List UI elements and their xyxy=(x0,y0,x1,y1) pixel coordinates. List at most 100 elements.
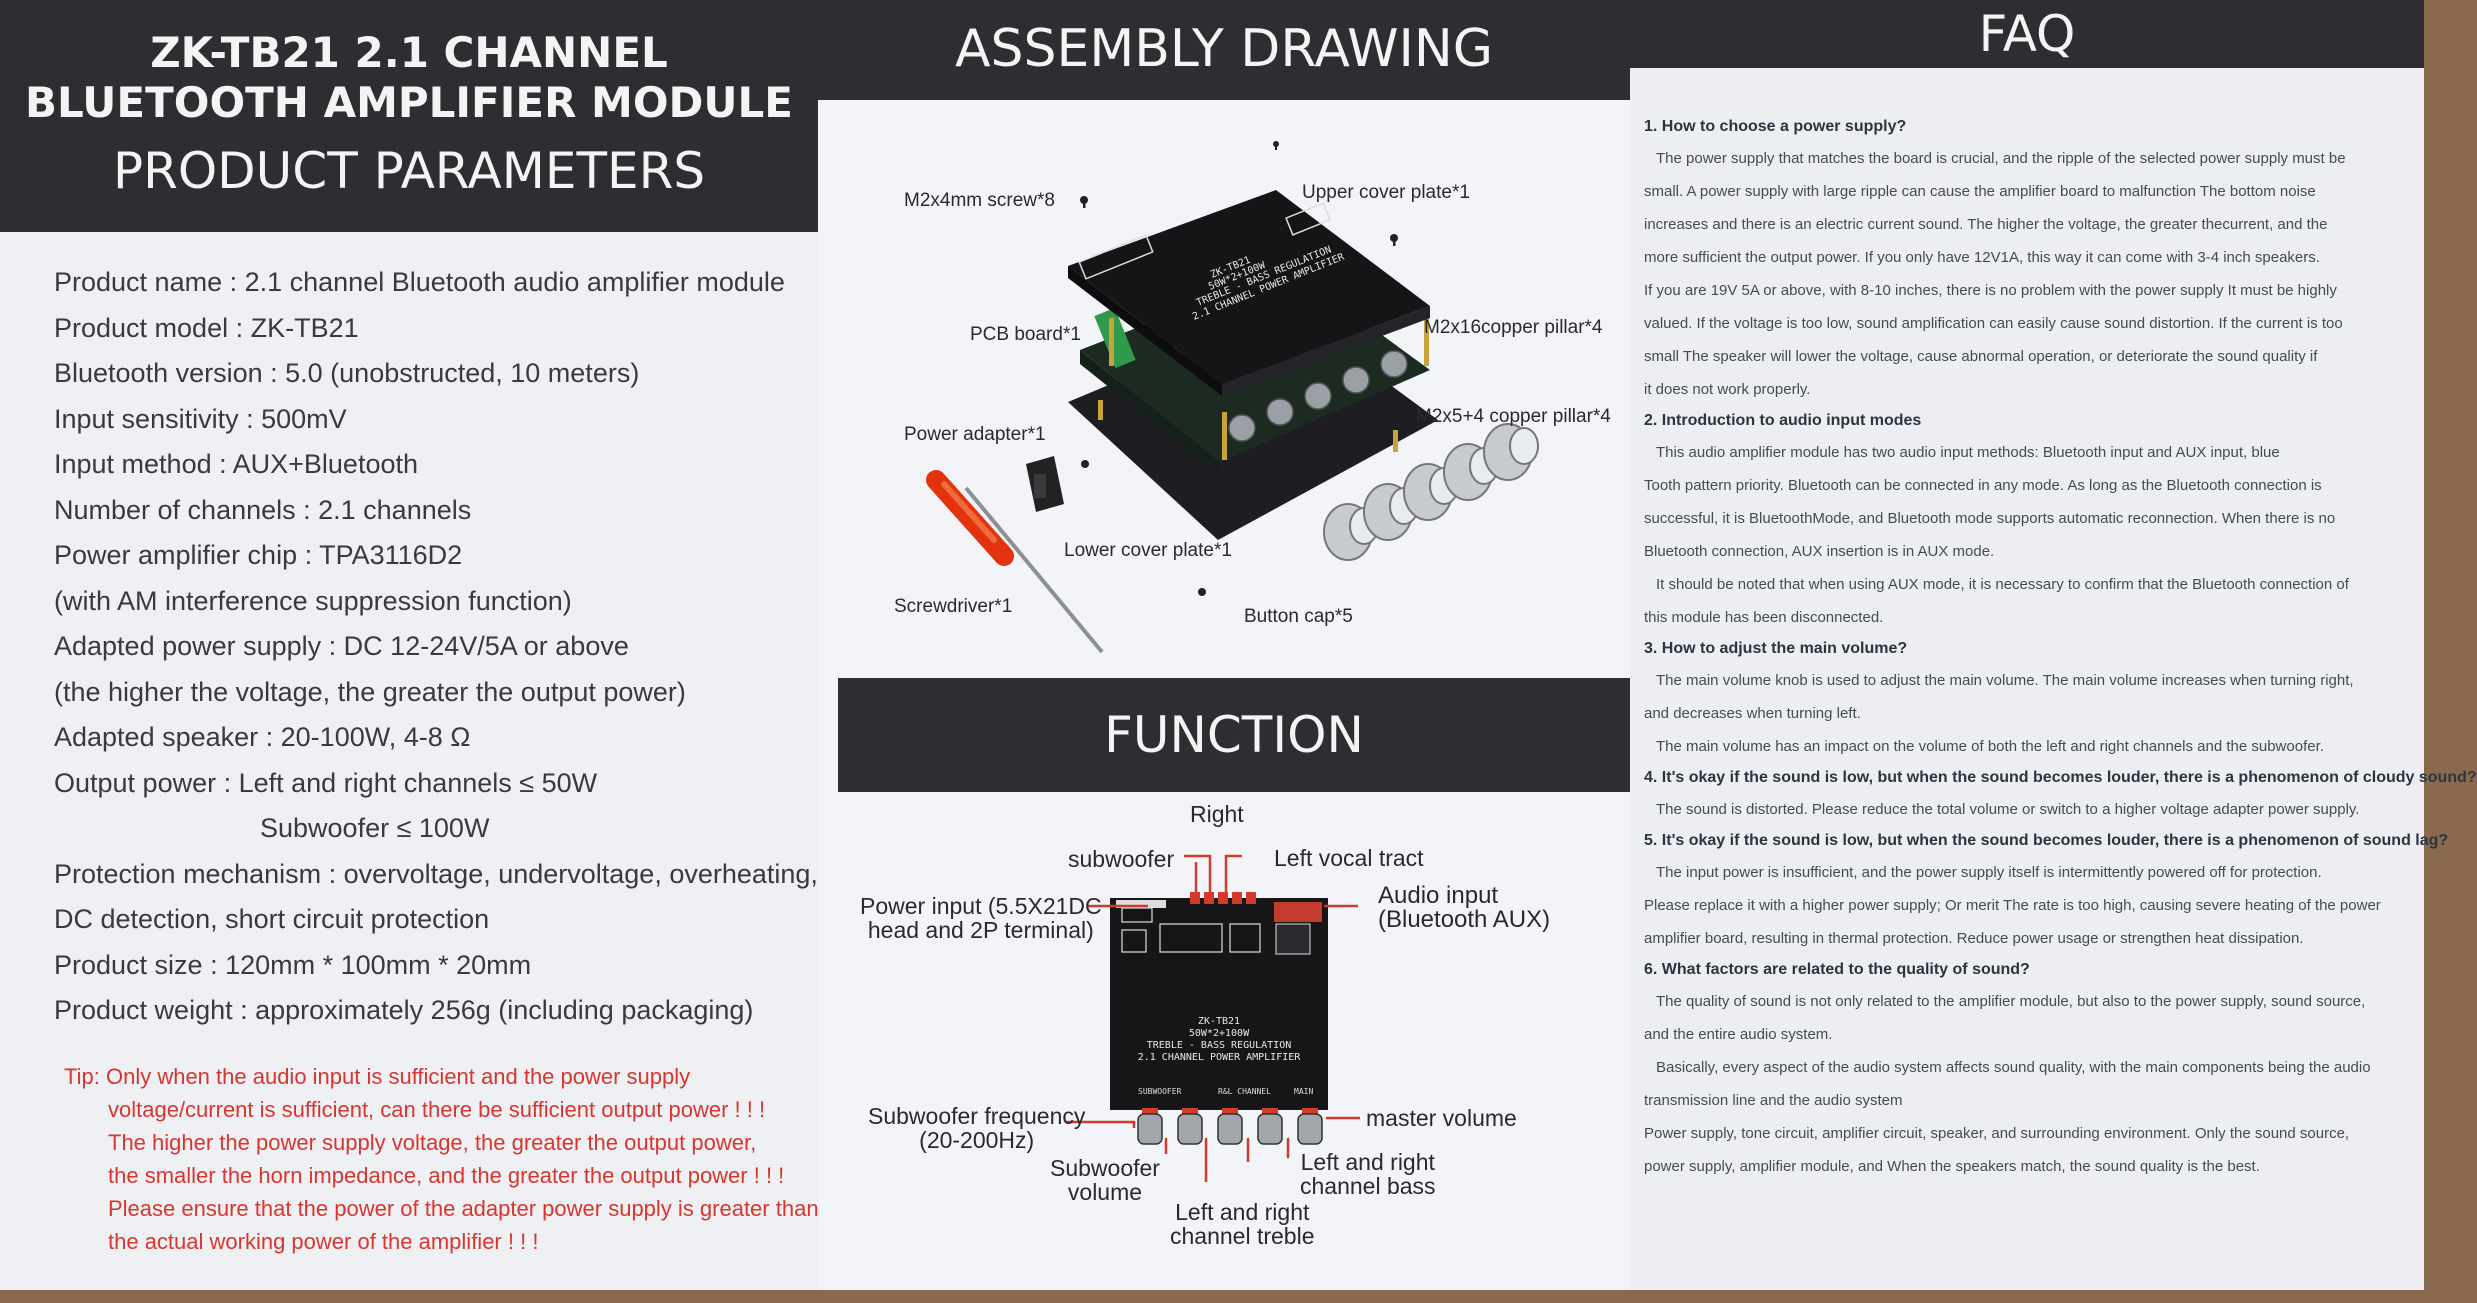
sub-freq-line1: Subwoofer frequency xyxy=(868,1103,1086,1129)
upper-cover-plate xyxy=(1068,190,1430,384)
faq-answer-line: transmission line and the audio system xyxy=(1644,1092,1903,1109)
copper-pillars xyxy=(1098,318,1429,460)
param-item: Output power : Left and right channels ≤… xyxy=(54,767,598,798)
knob-group-lr: R&L CHANNEL xyxy=(1218,1087,1271,1096)
sub-volume-line1: Subwoofer xyxy=(1050,1155,1160,1181)
faq-answer-line: and decreases when turning left. xyxy=(1644,705,1861,722)
power-input-line1: Power input (5.5X21DC xyxy=(860,893,1102,919)
faq-answer-line: and the entire audio system. xyxy=(1644,1026,1833,1043)
lr-bass-line2: channel bass xyxy=(1300,1173,1436,1199)
label-copper-pillar-5: M2x5+4 copper pillar*4 xyxy=(1416,406,1611,427)
faq-title: FAQ xyxy=(1978,5,2076,63)
param-item: Product model : ZK-TB21 xyxy=(54,312,359,343)
product-title-line2: BLUETOOTH AMPLIFIER MODULE xyxy=(25,78,793,127)
faq-answer-line: The main volume knob is used to adjust t… xyxy=(1656,672,2354,689)
faq-answer-line: The quality of sound is not only related… xyxy=(1656,993,2366,1010)
param-item: DC detection, short circuit protection xyxy=(54,904,490,934)
param-item: Adapted power supply : DC 12-24V/5A or a… xyxy=(54,631,629,661)
sub-freq-line2: (20-200Hz) xyxy=(919,1127,1035,1153)
label-screw: M2x4mm screw*8 xyxy=(904,190,1055,211)
assembly-function-panel: ASSEMBLY DRAWING ZK-TB21 50W*2+100W xyxy=(818,0,1630,1290)
screw-icon xyxy=(1198,588,1206,596)
faq-question: 1. How to choose a power supply? xyxy=(1644,118,1907,135)
parameters-panel: ZK-TB21 2.1 CHANNEL BLUETOOTH AMPLIFIER … xyxy=(0,0,819,1290)
faq-answer-line: Power supply, tone circuit, amplifier ci… xyxy=(1644,1125,2350,1142)
faq-panel: FAQ 1. How to choose a power supply? The … xyxy=(1630,0,2477,1290)
param-item: Product name : 2.1 channel Bluetooth aud… xyxy=(54,267,785,297)
faq-answer-line: Basically, every aspect of the audio sys… xyxy=(1656,1059,2371,1076)
power-input-line2: head and 2P terminal) xyxy=(867,917,1094,943)
audio-input-line1: Audio input xyxy=(1378,882,1499,909)
parameters-header: ZK-TB21 2.1 CHANNEL BLUETOOTH AMPLIFIER … xyxy=(0,0,818,232)
faq-answer-line: it does not work properly. xyxy=(1644,381,1811,398)
faq-answer-line: If you are 19V 5A or above, with 8-10 in… xyxy=(1644,282,2337,299)
knob-group-main: MAIN xyxy=(1294,1087,1313,1096)
label-left-vocal-tract: Left vocal tract xyxy=(1274,845,1424,871)
assembly-title: ASSEMBLY DRAWING xyxy=(954,19,1494,79)
tip-line: The higher the power supply voltage, the… xyxy=(108,1130,757,1155)
faq-question: 3. How to adjust the main volume? xyxy=(1644,640,1908,657)
param-item: Input method : AUX+Bluetooth xyxy=(54,449,418,479)
faq-answer-line: Bluetooth connection, AUX insertion is i… xyxy=(1644,543,1995,560)
fn-board-regulation: TREBLE - BASS REGULATION xyxy=(1147,1040,1292,1051)
faq-answer-line: This audio amplifier module has two audi… xyxy=(1656,444,2280,461)
param-item: Number of channels : 2.1 channels xyxy=(54,494,472,525)
lr-bass-line1: Left and right xyxy=(1300,1149,1435,1175)
function-header: FUNCTION xyxy=(838,678,1630,792)
tip-line: the actual working power of the amplifie… xyxy=(108,1229,539,1254)
param-item: Adapted speaker : 20-100W, 4-8 Ω xyxy=(54,722,471,752)
label-right: Right xyxy=(1190,801,1244,827)
screw-icon xyxy=(1080,196,1088,208)
lr-treble-line1: Left and right xyxy=(1175,1199,1310,1225)
param-item: Input sensitivity : 500mV xyxy=(54,403,347,434)
label-subwoofer-frequency: Subwoofer frequency (20-200Hz) xyxy=(868,1104,1085,1152)
faq-answer-line: more sufficient the output power. If you… xyxy=(1644,249,2320,266)
function-illustration: ZK-TB21 50W*2+100W TREBLE - BASS REGULAT… xyxy=(1066,854,1360,1182)
fn-board-spec: 50W*2+100W xyxy=(1189,1028,1250,1039)
param-item: (with AM interference suppression functi… xyxy=(54,585,572,616)
faq-header: FAQ xyxy=(1630,0,2424,68)
label-button-cap: Button cap*5 xyxy=(1244,606,1353,627)
param-item: Power amplifier chip : TPA3116D2 xyxy=(54,540,463,570)
faq-answer-line: small. A power supply with large ripple … xyxy=(1644,183,2316,200)
faq-answer-line: valued. If the voltage is too low, sound… xyxy=(1644,315,2343,332)
param-item: Bluetooth version : 5.0 (unobstructed, 1… xyxy=(54,358,640,388)
tip-line: the smaller the horn impedance, and the … xyxy=(108,1163,785,1188)
terminal-block xyxy=(1190,892,1256,904)
faq-answer-line: It should be noted that when using AUX m… xyxy=(1656,576,2349,593)
faq-answer-line: this module has been disconnected. xyxy=(1644,609,1884,626)
lr-treble-line2: channel treble xyxy=(1170,1223,1315,1249)
faq-answer-line: The main volume has an impact on the vol… xyxy=(1656,738,2324,755)
faq-answer-line: small The speaker will lower the voltage… xyxy=(1644,348,2318,365)
tip-line: voltage/current is sufficient, can there… xyxy=(108,1097,766,1122)
assembly-header: ASSEMBLY DRAWING xyxy=(818,0,1630,100)
label-audio-input: Audio input (Bluetooth AUX) xyxy=(1378,884,1550,932)
product-title-line1: ZK-TB21 2.1 CHANNEL xyxy=(150,28,668,77)
faq-answer-line: The sound is distorted. Please reduce th… xyxy=(1656,801,2360,818)
label-copper-pillar-16: M2x16copper pillar*4 xyxy=(1424,317,1603,338)
fn-board-model: ZK-TB21 xyxy=(1198,1016,1240,1027)
screwdriver-icon xyxy=(926,470,1104,654)
parameter-list: Product name : 2.1 channel Bluetooth aud… xyxy=(54,260,824,1034)
faq-answer-line: Tooth pattern priority. Bluetooth can be… xyxy=(1644,477,2322,494)
param-item: Product weight : approximately 256g (inc… xyxy=(54,995,754,1025)
button-caps xyxy=(1323,423,1539,561)
label-lr-bass: Left and right channel bass xyxy=(1300,1150,1436,1198)
param-item: Subwoofer ≤ 100W xyxy=(260,813,490,843)
param-item: Protection mechanism : overvoltage, unde… xyxy=(54,858,818,889)
param-item: (the higher the voltage, the greater the… xyxy=(54,676,686,707)
label-pcb-board: PCB board*1 xyxy=(970,324,1081,345)
faq-answer-line: Please replace it with a higher power su… xyxy=(1644,897,2381,914)
screw-icon xyxy=(1273,141,1279,150)
faq-answer-line: The power supply that matches the board … xyxy=(1656,150,2346,167)
faq-question: 5. It's okay if the sound is low, but wh… xyxy=(1644,832,2449,849)
sub-volume-line2: volume xyxy=(1067,1179,1143,1205)
pcb-knobs xyxy=(1228,350,1408,442)
front-knobs xyxy=(1137,1108,1323,1145)
fn-board-amp: 2.1 CHANNEL POWER AMPLIFIER xyxy=(1138,1052,1302,1063)
faq-answer-line: The input power is insufficient, and the… xyxy=(1656,864,2322,881)
label-power-input: Power input (5.5X21DC head and 2P termin… xyxy=(860,894,1102,942)
faq-answer-line: increases and there is an electric curre… xyxy=(1644,216,2328,233)
label-upper-cover-plate: Upper cover plate*1 xyxy=(1302,182,1470,203)
faq-question: 2. Introduction to audio input modes xyxy=(1644,412,1922,429)
